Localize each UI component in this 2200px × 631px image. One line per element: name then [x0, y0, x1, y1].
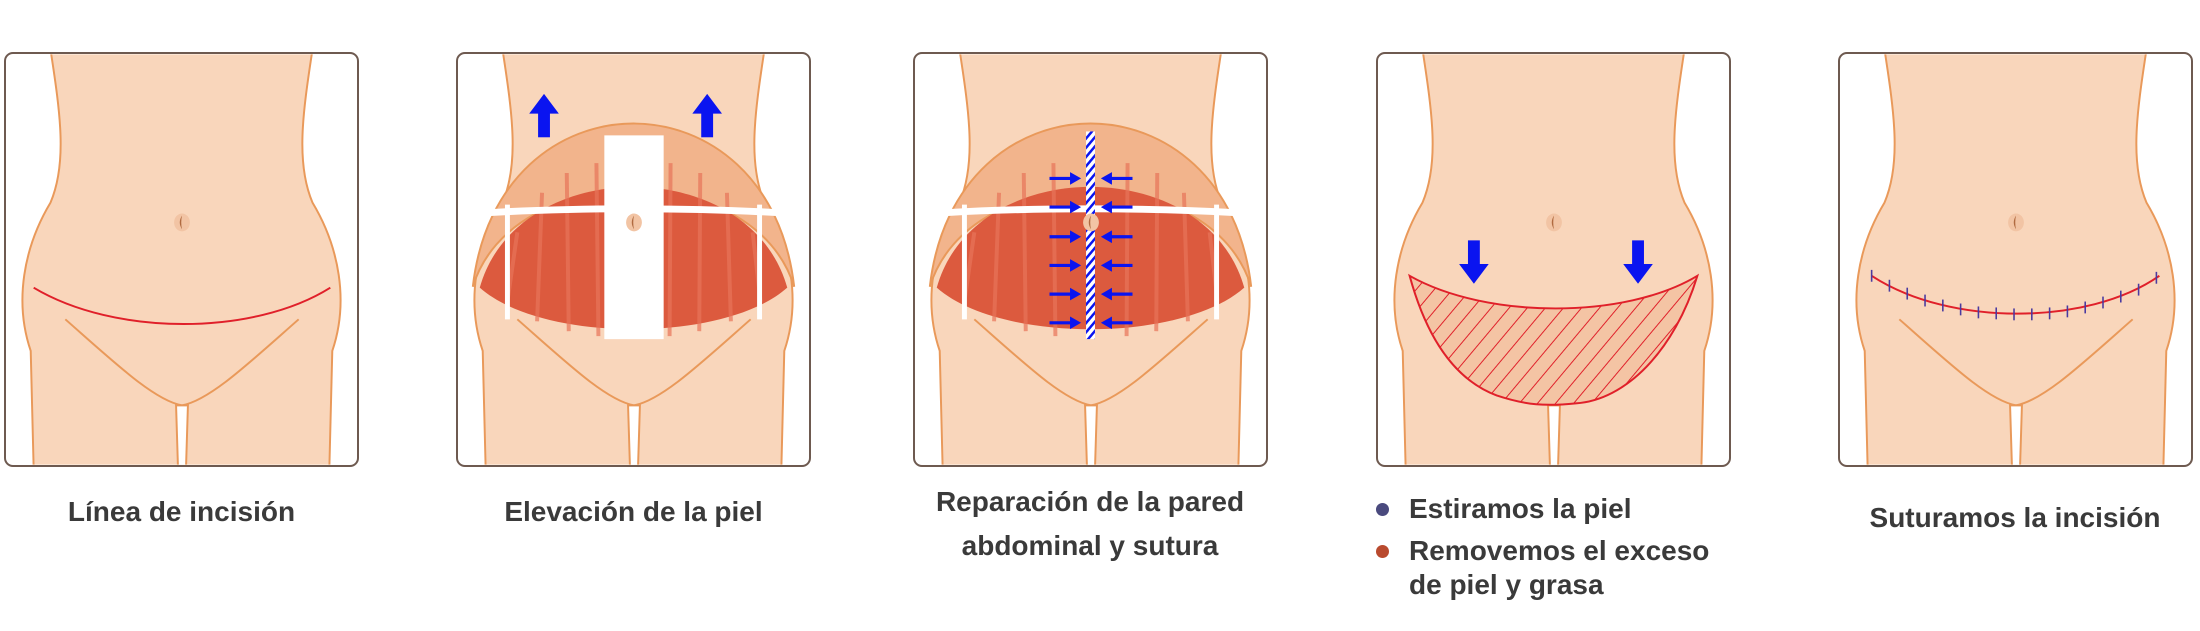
- torso-illustration: [458, 54, 809, 465]
- separated-muscle-gap: [604, 135, 664, 340]
- torso-illustration: [21, 54, 342, 465]
- legend-dot-blue: [1376, 503, 1389, 516]
- legend-text-line1: Removemos el exceso: [1409, 535, 1710, 566]
- excess-skin-area: [1408, 273, 1700, 406]
- step-4-skin-removal-illustration: [1376, 52, 1731, 467]
- legend-text-line2: de piel y grasa: [1409, 569, 1604, 600]
- step-2-skin-elevation-illustration: [456, 52, 811, 467]
- legend-text: Estiramos la piel: [1409, 493, 1632, 524]
- navel-icon: [1083, 213, 1099, 232]
- step-3-label: Reparación de la pared abdominal y sutur…: [880, 480, 1300, 568]
- legend-item-stretch-skin: Estiramos la piel: [1372, 492, 1709, 526]
- legend-item-remove-excess: Removemos el exceso de piel y grasa: [1372, 534, 1709, 602]
- navel-icon: [626, 213, 642, 232]
- step-1-label: Línea de incisión: [67, 496, 296, 527]
- step-3-label-line2: abdominal y sutura: [961, 530, 1219, 561]
- legend-dot-red: [1376, 545, 1389, 558]
- torso-illustration: [915, 54, 1266, 465]
- navel-icon: [174, 213, 190, 232]
- step-5-label: Suturamos la incisión: [1869, 502, 2161, 533]
- step-2-label: Elevación de la piel: [504, 496, 763, 527]
- suture-stitches: [1870, 269, 2158, 321]
- midline-suture: [1086, 131, 1095, 340]
- step-5-sutured-incision-illustration: [1838, 52, 2193, 467]
- torso-illustration: [1855, 54, 2176, 465]
- step-4-legend: Estiramos la piel Removemos el exceso de…: [1372, 492, 1709, 610]
- legend-text: Removemos el exceso de piel y grasa: [1409, 534, 1709, 602]
- torso-illustration: [1393, 54, 1714, 465]
- incision-line: [33, 286, 331, 326]
- step-3-wall-repair-illustration: [913, 52, 1268, 467]
- step-1-incision-line-illustration: [4, 52, 359, 467]
- sutured-incision-line: [1871, 274, 2160, 315]
- navel-icon: [1546, 213, 1562, 232]
- navel-icon: [2008, 213, 2024, 232]
- step-3-label-line1: Reparación de la pared: [935, 486, 1245, 517]
